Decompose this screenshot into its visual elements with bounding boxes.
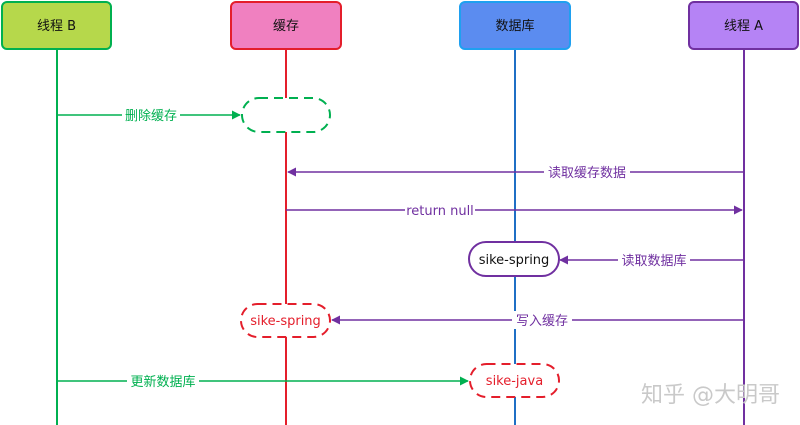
cache-state-spring-label: sike-spring (250, 314, 321, 329)
message-write-cache-label: 写入缓存 (516, 314, 568, 329)
participant-thread-a-label: 线程 A (724, 19, 763, 34)
participant-thread-a: 线程 A (688, 1, 799, 50)
message-delete-cache: 删除缓存 (57, 106, 241, 124)
message-update-db: 更新数据库 (57, 372, 469, 390)
message-return-null: return null (286, 201, 743, 219)
db-state-spring: sike-spring (468, 241, 560, 277)
participant-cache-label: 缓存 (273, 19, 299, 34)
participant-database: 数据库 (459, 1, 571, 50)
watermark: 知乎 @大明哥 (641, 383, 780, 408)
participant-cache: 缓存 (230, 1, 342, 50)
participant-thread-b-label: 线程 B (37, 19, 76, 34)
db-state-java: sike-java (469, 363, 560, 398)
participant-database-label: 数据库 (495, 18, 534, 34)
message-return-null-label: return null (406, 204, 474, 219)
message-read-cache-label: 读取缓存数据 (548, 166, 626, 181)
message-delete-cache-label: 删除缓存 (125, 109, 177, 124)
cache-state-spring: sike-spring (240, 303, 331, 338)
db-state-java-label: sike-java (486, 374, 543, 389)
message-write-cache: 写入缓存 (331, 311, 744, 329)
message-read-cache: 读取缓存数据 (287, 163, 744, 181)
message-update-db-label: 更新数据库 (130, 374, 195, 390)
message-read-db: 读取数据库 (559, 251, 744, 269)
message-read-db-label: 读取数据库 (621, 253, 686, 269)
cache-empty-state (241, 97, 331, 133)
db-state-spring-label: sike-spring (479, 253, 550, 268)
participant-thread-b: 线程 B (1, 1, 112, 50)
